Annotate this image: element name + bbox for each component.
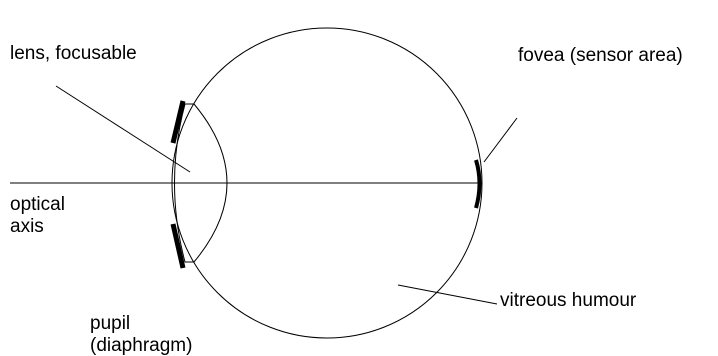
optical-axis-label-line-2: axis xyxy=(10,216,44,237)
lens-label: lens, focusable xyxy=(10,43,137,64)
optical-axis-label-line-1: optical xyxy=(10,194,65,215)
pupil-label-line-1: pupil xyxy=(90,313,131,334)
lens-shape xyxy=(174,103,228,263)
pupil-label: pupil (diaphragm) xyxy=(90,313,192,356)
optical-axis-label: optical axis xyxy=(10,194,65,238)
vitreous-label: vitreous humour xyxy=(500,290,637,311)
fovea-label: fovea (sensor area) xyxy=(518,45,683,66)
iris-upper-blade xyxy=(170,100,186,144)
fovea-arc xyxy=(474,159,482,209)
eyeball-outline xyxy=(171,27,483,339)
vitreous-leader-line xyxy=(397,284,498,305)
fovea-leader-line xyxy=(483,117,518,163)
iris-lower-blade xyxy=(170,223,186,269)
pupil-label-line-2: (diaphragm) xyxy=(90,335,193,356)
lens-leader-line xyxy=(55,85,191,173)
